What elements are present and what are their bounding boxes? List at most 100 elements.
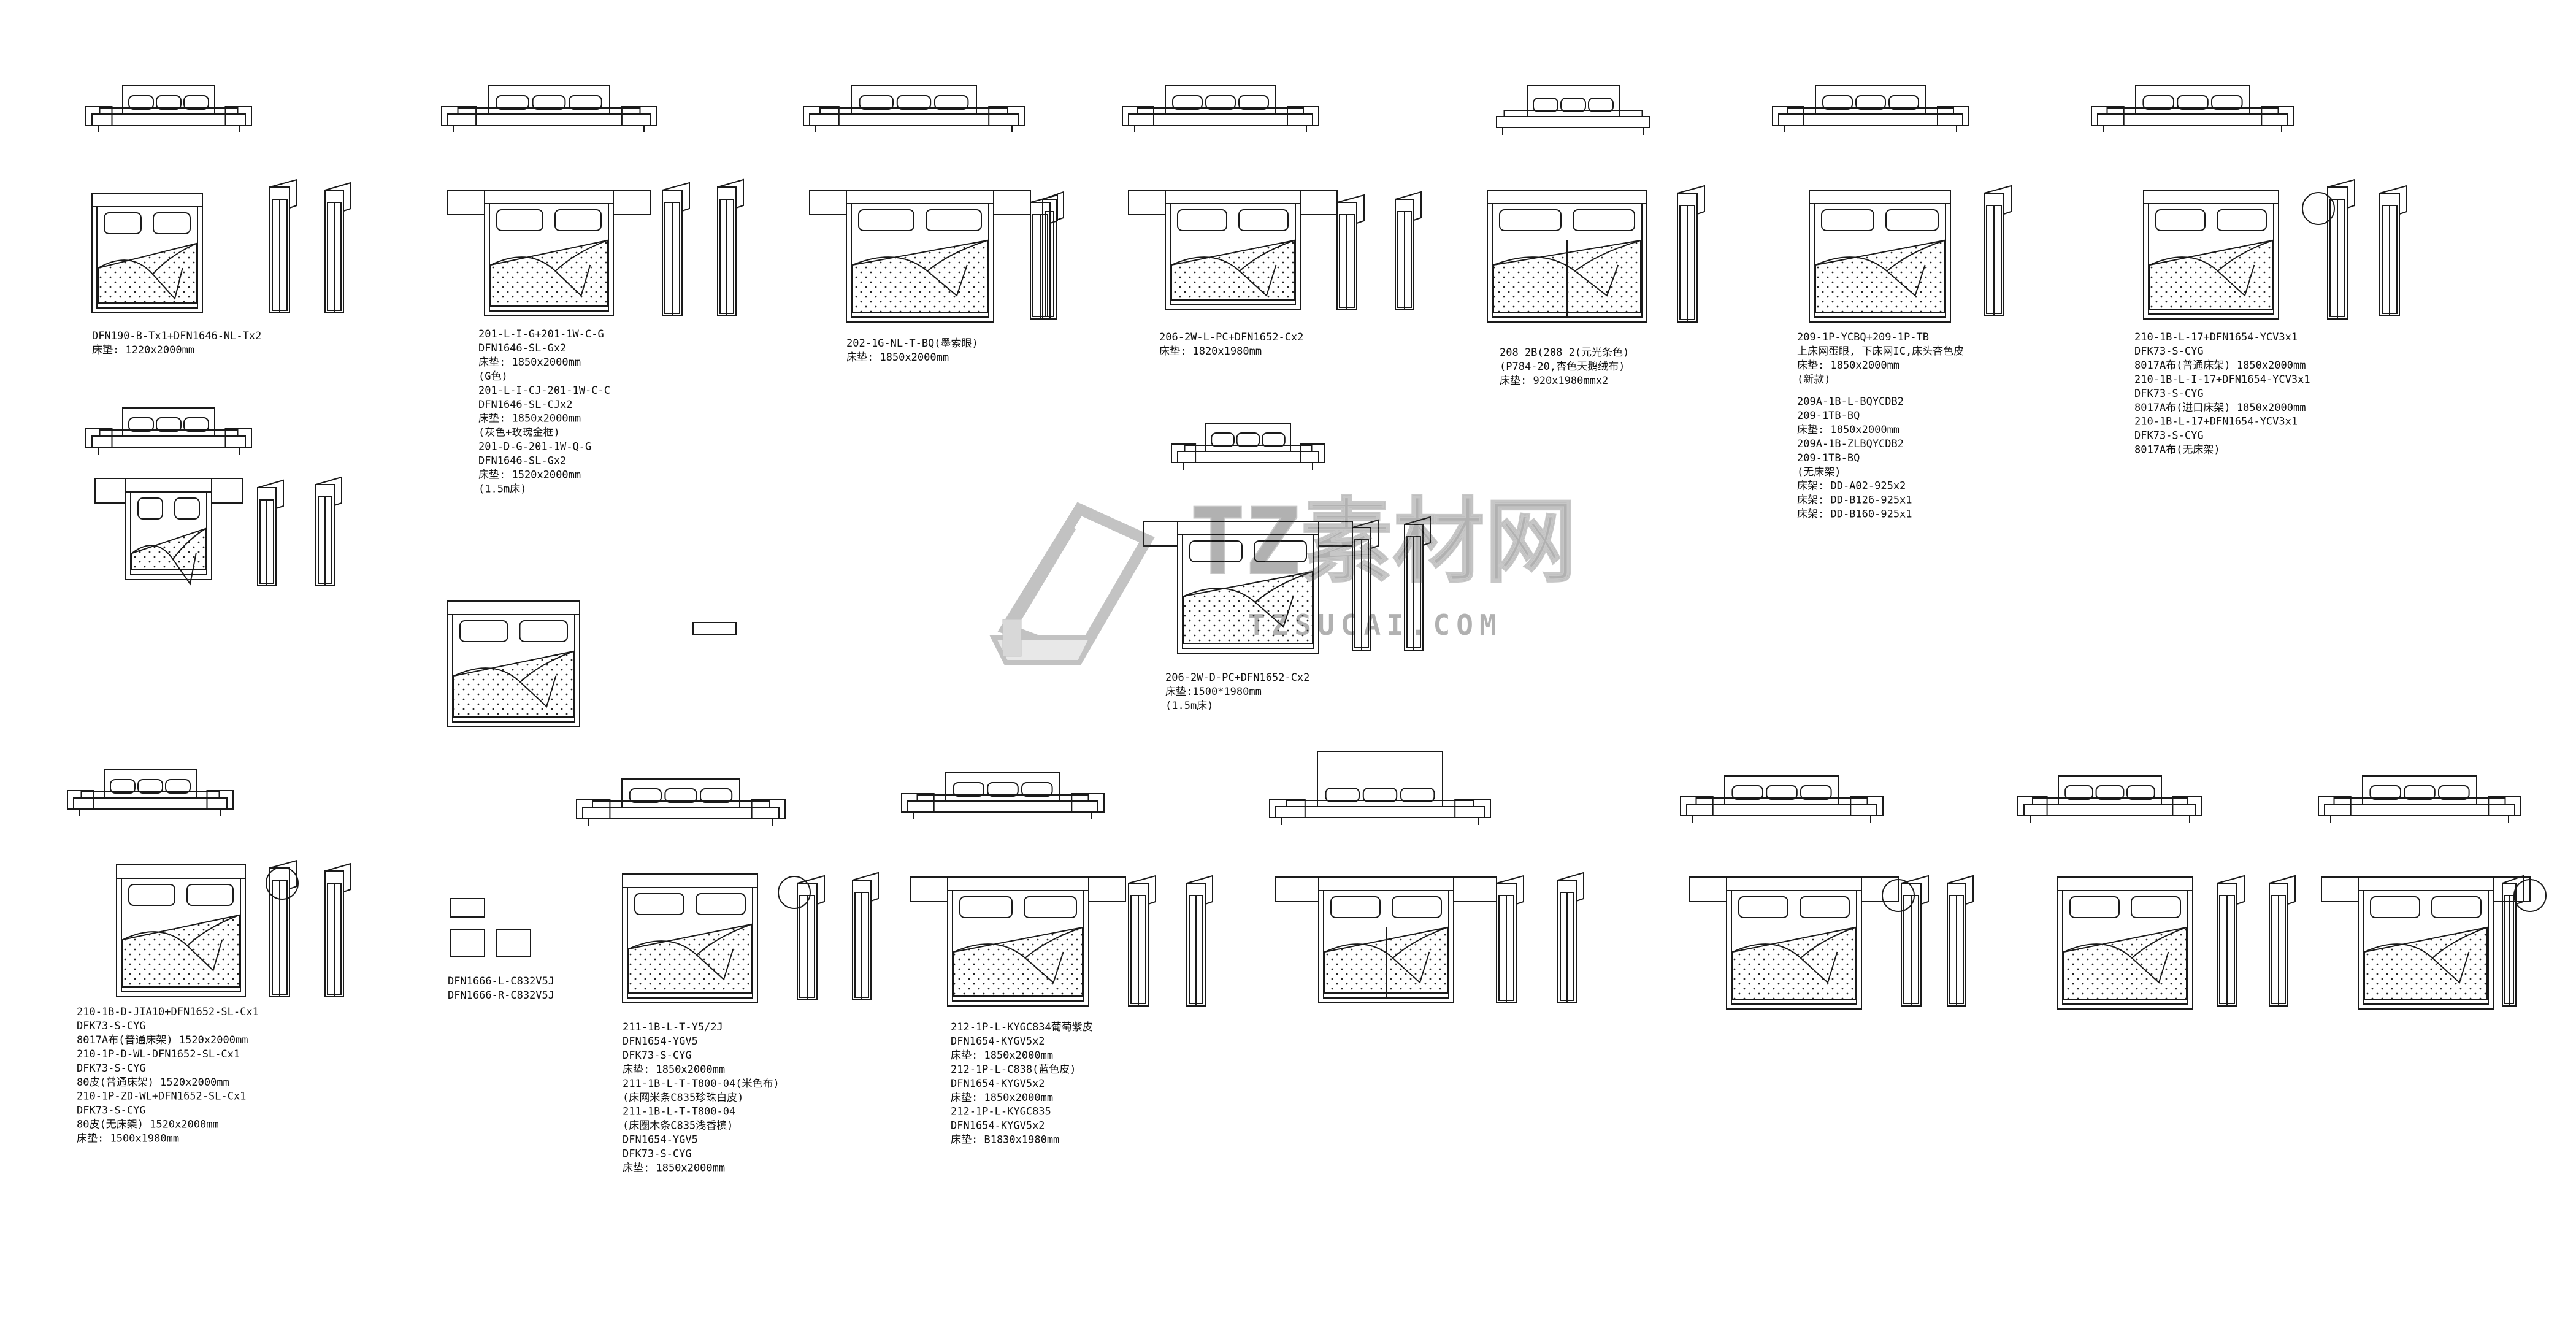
nightstand (901, 793, 935, 813)
bed-elevation (2318, 775, 2522, 823)
pillow-front (1325, 788, 1360, 802)
watermark-cn: TZ素材网 (1190, 489, 1577, 596)
pillow-front (128, 417, 154, 432)
pillow-front (1238, 95, 1269, 110)
mattress-edge (99, 429, 239, 437)
pillow (1392, 896, 1442, 918)
pillow-front (664, 788, 697, 803)
duvet (2063, 926, 2187, 1000)
duvet-fold (98, 243, 197, 275)
bed-frame (2143, 190, 2279, 320)
side-elevation (1677, 185, 1705, 323)
watermark-logo (989, 502, 1155, 665)
pillow-front (128, 95, 154, 110)
duvet-corner (1239, 264, 1277, 297)
headboard (2362, 775, 2477, 805)
headboard (1205, 423, 1291, 452)
pillow-front (2177, 95, 2209, 110)
headboard-profile (797, 875, 825, 905)
headboard (2135, 85, 2250, 115)
nightstand (85, 428, 113, 448)
spec-line: (1.5m床) (478, 483, 526, 495)
spec-line: DFN1646-SL-Gx2 (478, 455, 566, 467)
pillow-front (1731, 785, 1763, 800)
spec-line: DFN1654-KYGV5x2 (951, 1035, 1045, 1048)
pillow (696, 893, 746, 915)
duvet-fold (1815, 240, 1945, 272)
headboard-profile (1395, 191, 1422, 221)
bed-elevation (1269, 751, 1491, 825)
pillow-front (156, 95, 182, 110)
pillow (519, 620, 568, 642)
pillow-front (137, 779, 163, 794)
bed-frame (1487, 190, 1647, 323)
nightstand (1269, 799, 1306, 818)
spec-line: 211-1B-L-T-T800-04(米色布) (623, 1078, 780, 1090)
headboard-profile (1128, 875, 1156, 905)
duvet-corner (2131, 951, 2169, 984)
pillow-front (2211, 95, 2243, 110)
pillow (2370, 896, 2420, 918)
pillow (1573, 209, 1635, 231)
pillow-front (2438, 785, 2470, 800)
side-elevation (1947, 875, 1974, 1007)
bed-plan (447, 190, 651, 316)
mattress-edge (1137, 107, 1304, 115)
pillow-front (1211, 432, 1235, 447)
headboard-profile (717, 178, 744, 209)
duvet (953, 926, 1083, 997)
pillow-front (1560, 98, 1586, 112)
pillow-front (183, 95, 209, 110)
bed-base (809, 113, 1019, 126)
side-elevation (717, 178, 744, 316)
spec-line: DFN1654-KYGV5x2 (951, 1078, 1045, 1090)
duvet-fold (2364, 927, 2488, 959)
spec-line: DFN1654-YGV5 (623, 1035, 698, 1048)
headboard (1815, 85, 1926, 115)
spec-line: DFN1646-SL-CJx2 (478, 399, 573, 411)
headboard-profile (1901, 875, 1929, 905)
pillow (1254, 540, 1307, 562)
nightstand (2318, 796, 2352, 816)
pillow (153, 212, 191, 234)
nightstand-plan (1275, 876, 1319, 902)
spec-line: 床垫: 1850x2000mm (846, 351, 949, 364)
bed-base (582, 807, 780, 819)
duvet-fold (122, 915, 240, 947)
headboard-profile (1947, 875, 1974, 905)
spec-line: DFK73-S-CYG (2134, 345, 2204, 358)
headboard-profile (2379, 185, 2407, 215)
duvet-fold (852, 240, 988, 272)
duvet (1171, 239, 1295, 301)
spec-line: 床垫: 1850x2000mm (1797, 359, 1899, 372)
spec-line: 210-1B-L-17+DFN1654-YCV3x1 (2134, 331, 2298, 343)
side-elevation (2327, 178, 2355, 320)
pillow-front (2064, 785, 2093, 800)
nightstand-plan (613, 190, 651, 215)
bed-frame (947, 876, 1089, 1007)
pillow (186, 884, 234, 906)
side-elevation (662, 182, 690, 316)
nightstand (1171, 443, 1197, 463)
duvet-corner (1574, 264, 1619, 297)
bed-elevation (1680, 775, 1884, 823)
bed-frame (846, 190, 994, 323)
side-elevation (1352, 519, 1379, 651)
spec-line: 床垫: B1830x1980mm (951, 1134, 1059, 1146)
bed-base (1177, 451, 1319, 463)
nightstand-plan (1861, 876, 1899, 902)
side-elevation (315, 476, 342, 586)
pillow-front (1205, 95, 1236, 110)
headboard-profile (324, 182, 351, 212)
bed-elevation (441, 85, 657, 132)
side-elevation (797, 875, 825, 1000)
bed-elevation (1122, 85, 1319, 132)
pillow (1024, 896, 1077, 918)
mattress-edge (592, 800, 770, 808)
pillow (137, 497, 163, 520)
